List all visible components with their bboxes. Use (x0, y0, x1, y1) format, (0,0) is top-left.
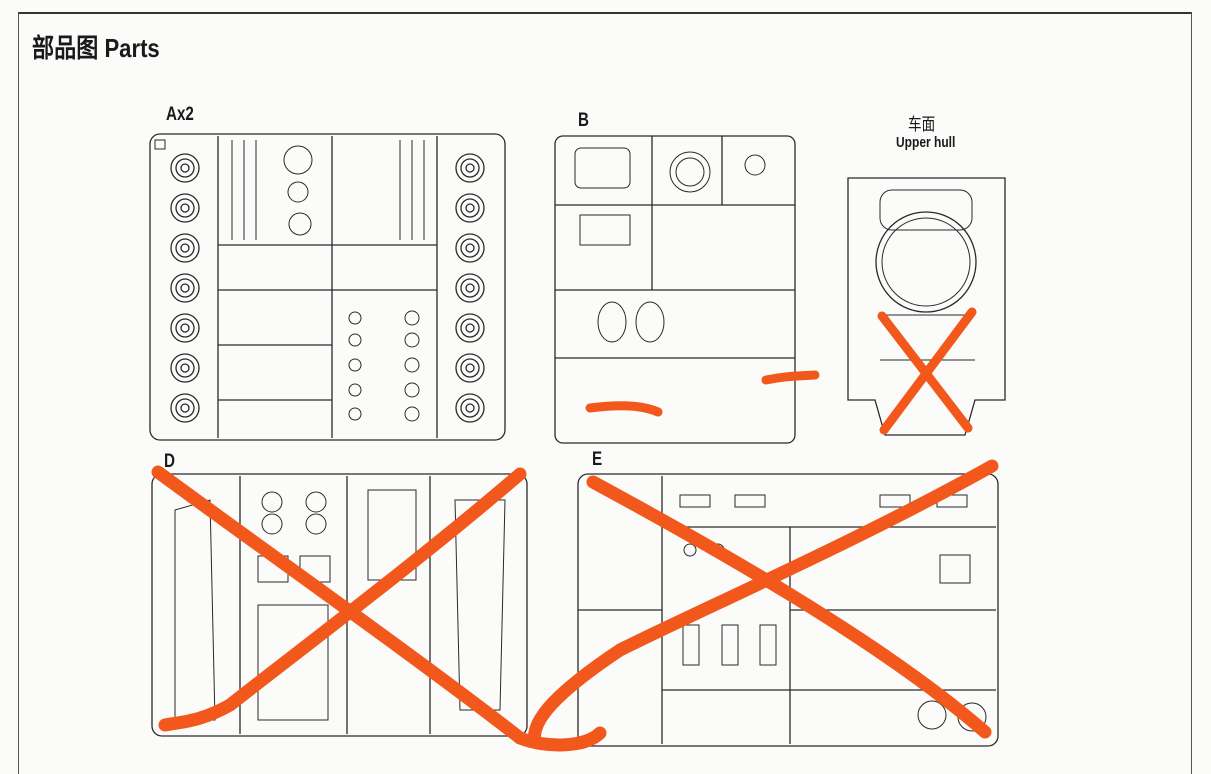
road-wheel-part (180, 243, 190, 253)
road-wheel-part (455, 313, 485, 343)
road-wheel-part (455, 273, 485, 303)
cross-out-marks (151, 307, 999, 752)
road-wheel-part (175, 318, 195, 338)
road-wheel-part (175, 158, 195, 178)
road-wheel-part (170, 193, 200, 223)
road-wheel-part (170, 273, 200, 303)
road-wheel-part (460, 238, 480, 258)
road-wheel-part (180, 403, 190, 413)
sprue-a (149, 133, 506, 441)
page-title: 部品图 Parts (32, 33, 160, 63)
road-wheel-part (180, 323, 190, 333)
road-wheel-part (455, 353, 485, 383)
road-wheel-part (465, 403, 475, 413)
road-wheel-part (465, 283, 475, 293)
sprue-d-label: D (164, 451, 175, 472)
road-wheel-part (170, 153, 200, 183)
road-wheel-part (180, 363, 190, 373)
road-wheel-part (460, 198, 480, 218)
road-wheel-part (170, 233, 200, 263)
road-wheel-part (175, 198, 195, 218)
road-wheel-part (455, 393, 485, 423)
road-wheel-part (460, 358, 480, 378)
sprue-b (554, 135, 796, 444)
upper-hull (847, 177, 1006, 436)
road-wheel-part (175, 238, 195, 258)
road-wheel-part (465, 363, 475, 373)
sprue-e-label: E (592, 449, 603, 470)
sprue-a-label: Ax2 (166, 104, 194, 125)
road-wheel-part (170, 353, 200, 383)
road-wheel-part (465, 323, 475, 333)
road-wheel-part (460, 158, 480, 178)
road-wheel-part (180, 163, 190, 173)
road-wheel-part (460, 398, 480, 418)
road-wheel-part (180, 283, 190, 293)
road-wheel-part (175, 358, 195, 378)
road-wheel-part (460, 278, 480, 298)
upper-hull-label-cn: 车面 (908, 115, 936, 134)
upper-hull-label-en: Upper hull (896, 134, 956, 151)
road-wheel-part (455, 233, 485, 263)
road-wheel-part (175, 278, 195, 298)
road-wheel-part (455, 193, 485, 223)
road-wheel-part (455, 153, 485, 183)
road-wheel-part (180, 203, 190, 213)
road-wheel-part (170, 313, 200, 343)
road-wheel-part (460, 318, 480, 338)
road-wheel-part (465, 163, 475, 173)
road-wheel-part (465, 203, 475, 213)
road-wheel-part (465, 243, 475, 253)
sprue-b-label: B (578, 110, 589, 131)
page-border (18, 12, 1192, 774)
road-wheel-part (175, 398, 195, 418)
road-wheel-part (170, 393, 200, 423)
